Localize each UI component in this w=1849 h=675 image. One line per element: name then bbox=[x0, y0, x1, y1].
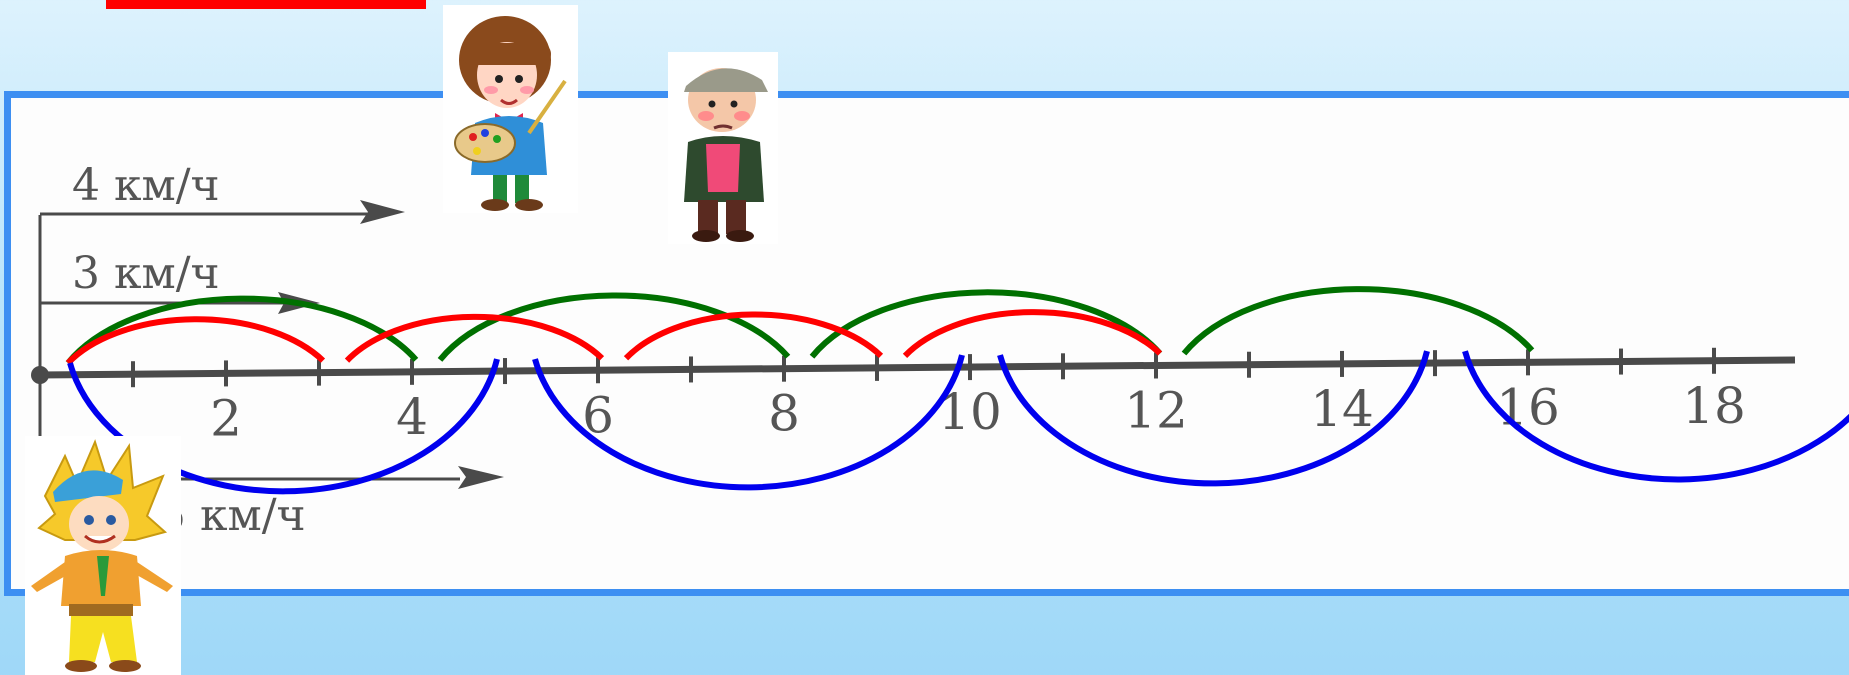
arrow-4kmh-head bbox=[360, 200, 405, 224]
jump-arc bbox=[623, 311, 884, 361]
jump-arc bbox=[809, 289, 1163, 359]
axis-origin-dot bbox=[31, 366, 49, 384]
boy-in-cap-picture bbox=[668, 52, 778, 244]
artist-girl-picture bbox=[443, 5, 578, 213]
axis-tick-label: 16 bbox=[1496, 378, 1560, 436]
speed-label-5: 5 км/ч bbox=[158, 490, 306, 541]
axis-tick-label: 18 bbox=[1682, 377, 1746, 435]
jump-arc bbox=[1462, 350, 1849, 483]
axis-tick-label: 8 bbox=[768, 385, 800, 443]
axis-ticks bbox=[131, 347, 1716, 388]
arrow-5kmh-head bbox=[458, 466, 504, 489]
jump-arc bbox=[532, 354, 965, 491]
axis-tick-label: 14 bbox=[1310, 380, 1374, 438]
jump-arcs bbox=[65, 286, 1849, 495]
jump-arc bbox=[902, 309, 1163, 358]
axis-tick-label: 2 bbox=[210, 389, 242, 447]
jump-arc bbox=[67, 358, 500, 495]
axis-line bbox=[37, 356, 1796, 379]
jump-arc bbox=[344, 313, 605, 363]
jump-arc bbox=[437, 292, 791, 362]
axis-tick-label: 4 bbox=[396, 388, 428, 446]
number-line-board bbox=[4, 91, 1849, 596]
jump-arc bbox=[65, 316, 326, 366]
speed-label-4: 4 км/ч bbox=[72, 160, 220, 211]
jump-arc bbox=[1181, 286, 1535, 356]
jump-arc bbox=[65, 295, 419, 365]
jump-arc bbox=[997, 350, 1430, 487]
speed-label-3: 3 км/ч bbox=[72, 248, 220, 299]
title-underline bbox=[106, 0, 426, 9]
yellow-haired-boy-picture bbox=[25, 436, 181, 675]
axis-tick-label: 12 bbox=[1124, 382, 1188, 440]
